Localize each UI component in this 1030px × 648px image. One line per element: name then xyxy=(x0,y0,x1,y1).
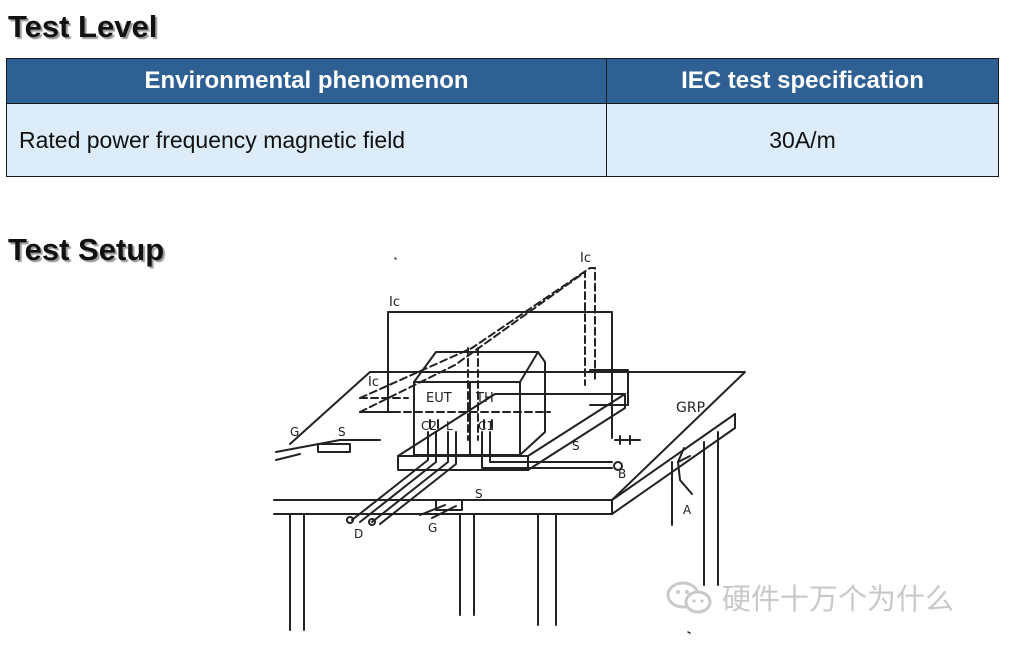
test-setup-diagram: Ic Ic Ic EUT TH C2 L C1 GRP G S S S B D … xyxy=(273,251,746,634)
table-legs xyxy=(289,431,719,631)
label-s-bottom: S xyxy=(475,487,483,501)
column-header-specification: IEC test specification xyxy=(606,58,999,104)
label-g-left: G xyxy=(290,425,299,439)
label-c2: C2 xyxy=(421,419,437,433)
grp-angle-marker xyxy=(677,447,693,495)
label-grp: GRP xyxy=(676,400,705,416)
label-ic-left-lower: Ic xyxy=(368,375,379,390)
label-s-left: S xyxy=(338,425,346,439)
label-l: L xyxy=(446,419,453,433)
wechat-icon xyxy=(666,581,712,614)
label-c1: C1 xyxy=(478,419,494,433)
induction-coil-rear xyxy=(359,267,596,441)
cell-specification: 30A/m xyxy=(606,103,999,177)
cables xyxy=(346,419,623,526)
table-header-row: Environmental phenomenon IEC test specif… xyxy=(6,58,999,104)
column-header-phenomenon: Environmental phenomenon xyxy=(6,58,607,104)
coupling-network-bottom xyxy=(419,499,463,519)
label-eut: EUT xyxy=(426,391,452,406)
label-b: B xyxy=(618,467,626,481)
watermark: 硬件十万个为什么 xyxy=(664,577,954,617)
cell-phenomenon: Rated power frequency magnetic field xyxy=(6,103,607,177)
label-th: TH xyxy=(475,391,494,406)
eut-box xyxy=(413,351,546,456)
label-g-bottom: G xyxy=(428,521,437,535)
label-ic-top: Ic xyxy=(580,251,591,266)
label-s-mid: S xyxy=(572,439,580,453)
terminals-right xyxy=(614,435,641,445)
label-a: A xyxy=(683,503,692,517)
table-row: Rated power frequency magnetic field 30A… xyxy=(6,103,999,177)
diagram-labels: Ic Ic Ic EUT TH C2 L C1 GRP G S S S B D … xyxy=(290,251,705,541)
section-title-test-level: Test Level xyxy=(8,9,158,44)
test-level-table: Environmental phenomenon IEC test specif… xyxy=(6,58,999,177)
coupling-network-left xyxy=(275,439,381,461)
label-d: D xyxy=(354,527,363,541)
section-title-test-setup: Test Setup xyxy=(8,232,165,267)
watermark-text: 硬件十万个为什么 xyxy=(722,582,955,616)
label-ic-left-upper: Ic xyxy=(389,295,400,310)
